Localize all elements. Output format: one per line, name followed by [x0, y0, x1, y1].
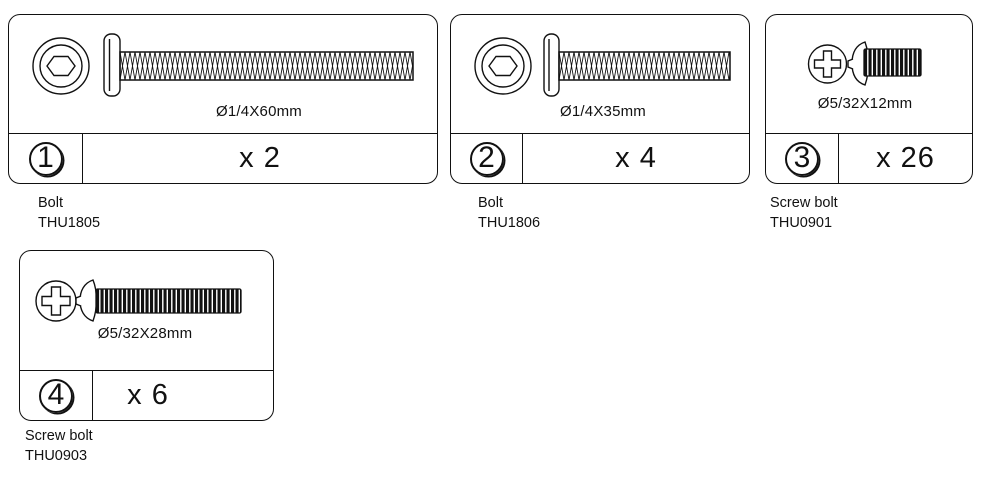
part-footer: 4 x 6	[20, 370, 273, 420]
part-box-1: Ø1/4X60mm 1 x 2	[8, 14, 438, 184]
part-footer: 1 x 2	[9, 133, 437, 183]
part-code: THU0901	[770, 214, 833, 231]
phillips-pan-head-screw-short-icon	[766, 15, 972, 135]
part-box-4: Ø5/32X28mm 4 x 6	[19, 250, 274, 421]
part-type: Screw bolt	[770, 195, 838, 211]
dimension-label: Ø5/32X28mm	[97, 325, 193, 342]
part-quantity: x 2	[239, 142, 281, 174]
dimension-label: Ø1/4X35mm	[560, 103, 646, 120]
part-number-cell: 4	[20, 371, 93, 420]
part-number-badge: 2	[469, 141, 504, 176]
part-number-cell: 3	[766, 134, 839, 183]
part-quantity: x 26	[876, 142, 935, 174]
part-number-badge: 4	[39, 378, 73, 413]
part-number-cell: 2	[451, 134, 523, 183]
part-quantity: x 6	[127, 379, 169, 411]
dimension-label: Ø5/32X12mm	[817, 95, 913, 112]
part-code: THU1806	[478, 214, 541, 231]
part-code: THU1805	[38, 214, 101, 231]
part-quantity: x 4	[615, 142, 657, 174]
dimension-label: Ø1/4X60mm	[216, 103, 302, 120]
part-type: Bolt	[38, 195, 63, 211]
part-footer: 3 x 26	[766, 133, 972, 183]
hex-socket-flat-head-bolt-long-icon	[9, 15, 437, 135]
part-box-2: Ø1/4X35mm 2 x 4	[450, 14, 750, 184]
part-number-badge: 3	[785, 141, 819, 176]
part-box-3: Ø5/32X12mm 3 x 26	[765, 14, 973, 184]
phillips-pan-head-screw-long-icon	[20, 251, 273, 371]
part-label-2: Bolt THU1806	[478, 194, 540, 233]
part-number-cell: 1	[9, 134, 83, 183]
part-code: THU0903	[25, 447, 88, 464]
part-type: Bolt	[478, 195, 503, 211]
part-label-1: Bolt THU1805	[38, 194, 100, 233]
part-footer: 2 x 4	[451, 133, 749, 183]
part-type: Screw bolt	[25, 428, 93, 444]
part-number-badge: 1	[28, 141, 63, 176]
part-label-4: Screw bolt THU0903	[25, 427, 93, 466]
part-label-3: Screw bolt THU0901	[770, 194, 838, 233]
hex-socket-flat-head-bolt-short-icon	[451, 15, 749, 135]
